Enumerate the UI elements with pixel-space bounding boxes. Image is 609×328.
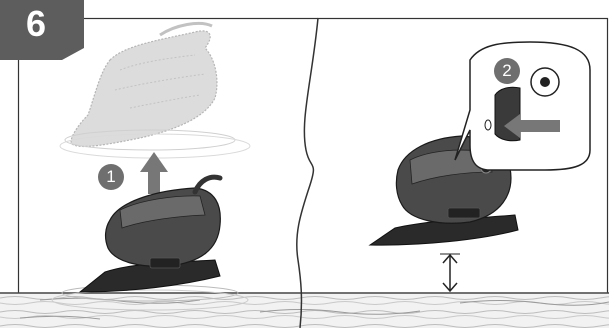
up-arrow-icon — [140, 152, 168, 194]
step-callout-2: 2 — [494, 58, 520, 84]
detail-sander-icon — [51, 174, 249, 311]
wood-surface-icon — [0, 292, 609, 328]
step-number: 6 — [25, 3, 47, 44]
press-arrow-icon — [504, 114, 560, 138]
step-badge-shape — [0, 0, 84, 60]
step-badge: 6 — [0, 0, 84, 60]
gap-height-arrow-icon — [440, 253, 460, 293]
lifted-sander-ghost-icon — [59, 21, 251, 159]
zoom-callout — [454, 41, 591, 171]
step-callout-1: 1 — [98, 164, 124, 190]
dust-box-release-button-icon — [530, 67, 560, 97]
panel-divider — [295, 17, 319, 328]
